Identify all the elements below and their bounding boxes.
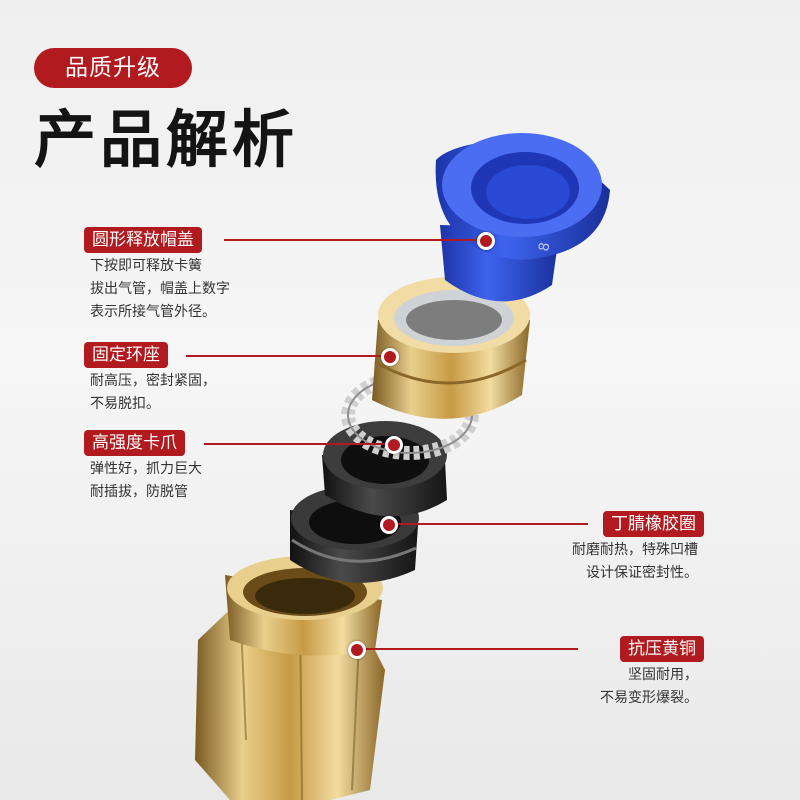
callout-dot: [381, 348, 399, 366]
page-title: 产品解析: [34, 103, 299, 176]
callout-description: 坚固耐用， 不易变形爆裂。: [600, 667, 698, 706]
leader-line: [392, 523, 588, 525]
callout-dot: [380, 516, 398, 534]
callout-description: 下按即可释放卡簧 拔出气管，帽盖上数字 表示所接气管外径。: [90, 258, 230, 320]
callout-nbr-ring: 丁腈橡胶圈 耐磨耐热，特殊凹槽 设计保证密封性。: [572, 511, 704, 585]
callout-retainer-seat: 固定环座 耐高压，密封紧固， 不易脱扣。: [84, 342, 216, 416]
callout-label: 高强度卡爪: [84, 430, 185, 456]
callout-description: 耐高压，密封紧固， 不易脱扣。: [90, 373, 216, 412]
callout-label: 丁腈橡胶圈: [603, 511, 704, 537]
leader-line: [186, 355, 382, 357]
rubber-ring-upper: [322, 421, 447, 517]
callout-label: 抗压黄铜: [620, 636, 704, 662]
blue-release-cap: 8: [435, 133, 610, 302]
leader-line: [362, 648, 578, 650]
callout-label: 圆形释放帽盖: [84, 227, 202, 253]
leader-line: [204, 443, 386, 445]
callout-brass: 抗压黄铜 坚固耐用， 不易变形爆裂。: [600, 636, 704, 710]
callout-dot: [477, 232, 495, 250]
brass-body: [195, 556, 385, 800]
callout-dot: [348, 641, 366, 659]
callout-description: 弹性好，抓力巨大 耐插拔，防脱管: [90, 461, 202, 500]
section-badge: 品质升级: [34, 48, 192, 88]
callout-dot: [385, 436, 403, 454]
callout-label: 固定环座: [84, 342, 168, 368]
brass-retainer-seat: [372, 277, 530, 419]
callout-release-cap: 圆形释放帽盖 下按即可释放卡簧 拔出气管，帽盖上数字 表示所接气管外径。: [84, 227, 230, 324]
cap-size-marking: 8: [536, 241, 553, 253]
callout-claw: 高强度卡爪 弹性好，抓力巨大 耐插拔，防脱管: [84, 430, 202, 504]
leader-line: [224, 239, 478, 241]
callout-description: 耐磨耐热，特殊凹槽 设计保证密封性。: [572, 542, 698, 581]
